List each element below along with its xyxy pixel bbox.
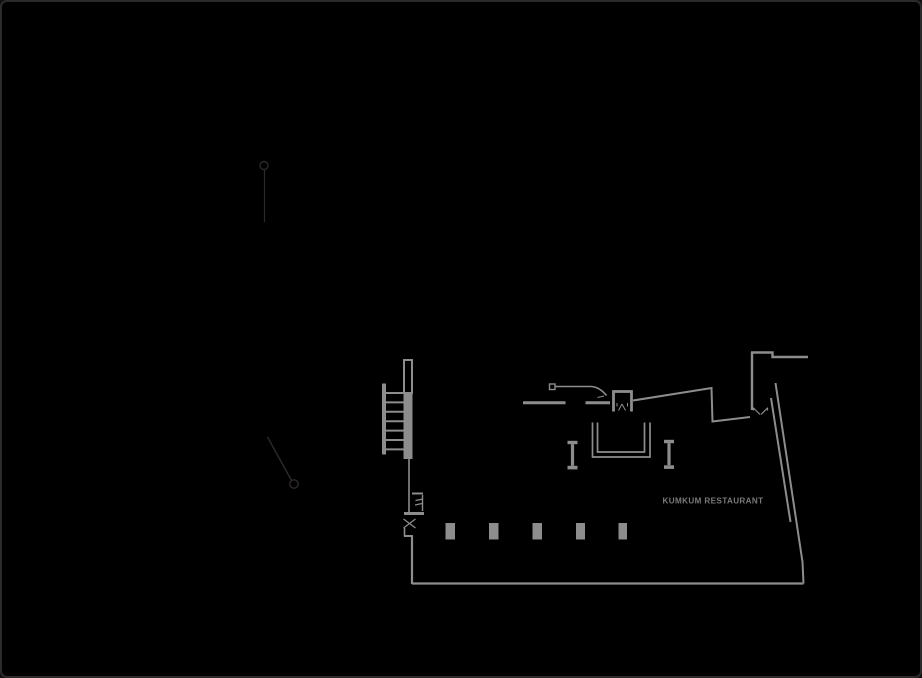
break-line-icon [415, 498, 424, 502]
stair-treads [386, 392, 404, 451]
door-swing-icon [752, 407, 769, 415]
structural-column [576, 523, 585, 540]
break-line-icon [597, 395, 605, 399]
pin-circle-icon [289, 479, 299, 489]
i-beam-column-right [664, 439, 674, 469]
right-wall [770, 382, 805, 584]
leader-curve [591, 385, 608, 397]
pin-circle-icon [259, 160, 269, 171]
right-wall-outer [774, 382, 805, 584]
break-line-icon [414, 502, 423, 506]
service-box-wall [612, 390, 633, 412]
planter-outer [591, 422, 651, 458]
service-box [612, 390, 633, 412]
stair-run [382, 359, 413, 459]
stair-stringer [382, 383, 386, 455]
structural-column [532, 523, 542, 540]
i-beam-column-left [567, 440, 578, 470]
leader-annotation [548, 383, 608, 399]
right-wall-inner [770, 397, 792, 523]
pin-leader-line [266, 436, 293, 481]
planter-u-wall [591, 422, 651, 458]
door-swing-icon [616, 403, 628, 411]
planter-inner [596, 422, 646, 453]
structural-column [618, 523, 627, 540]
structural-column [489, 523, 499, 540]
structural-column [445, 523, 455, 540]
left-wall-entry [403, 458, 424, 584]
room-label: KUMKUM RESTAURANT [663, 496, 764, 506]
break-line-icon [403, 518, 416, 529]
leader-tag-icon [548, 383, 556, 391]
structural-column-row [445, 523, 627, 540]
stair-landing-wall [403, 359, 413, 394]
pin-marker-bottom [266, 436, 299, 489]
wall-step [751, 351, 808, 359]
top-right-stepped-wall [750, 351, 808, 415]
pin-marker-top [259, 160, 269, 222]
stair-side-wall [403, 392, 413, 459]
angled-wall [632, 386, 751, 423]
